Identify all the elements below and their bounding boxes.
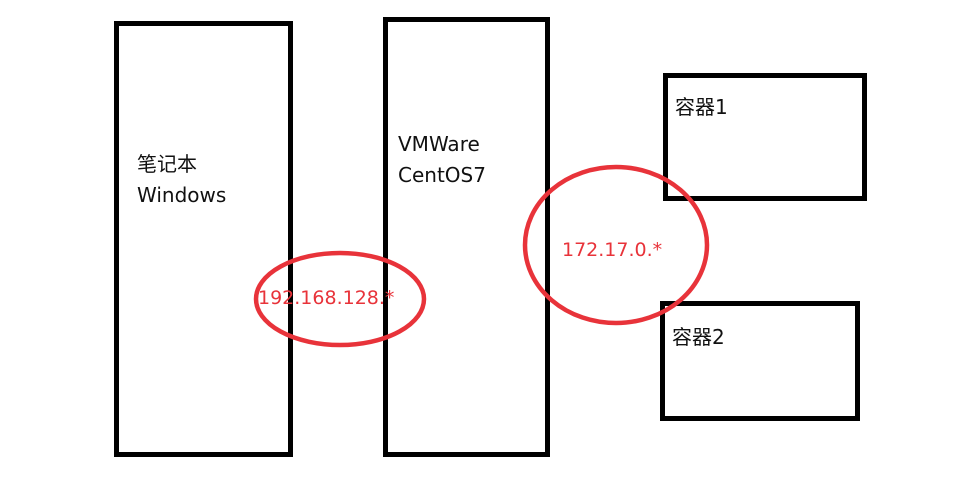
vm-label-line2: CentOS7: [398, 163, 486, 187]
vm-label-line1: VMWare: [398, 132, 480, 156]
container-2-node: [660, 301, 860, 421]
laptop-label: 笔记本 Windows: [137, 149, 226, 211]
laptop-label-line2: Windows: [137, 183, 227, 207]
laptop-windows-node: [114, 21, 293, 457]
vm-label: VMWare CentOS7: [398, 129, 486, 191]
container-1-node: [663, 73, 867, 201]
vmware-centos-node: [383, 17, 550, 457]
host-network-ip: 192.168.128.*: [258, 287, 395, 309]
container-2-label: 容器2: [672, 325, 725, 349]
container-1-label: 容器1: [675, 95, 728, 119]
laptop-label-line1: 笔记本: [137, 152, 197, 176]
docker-network-ip: 172.17.0.*: [562, 239, 663, 261]
